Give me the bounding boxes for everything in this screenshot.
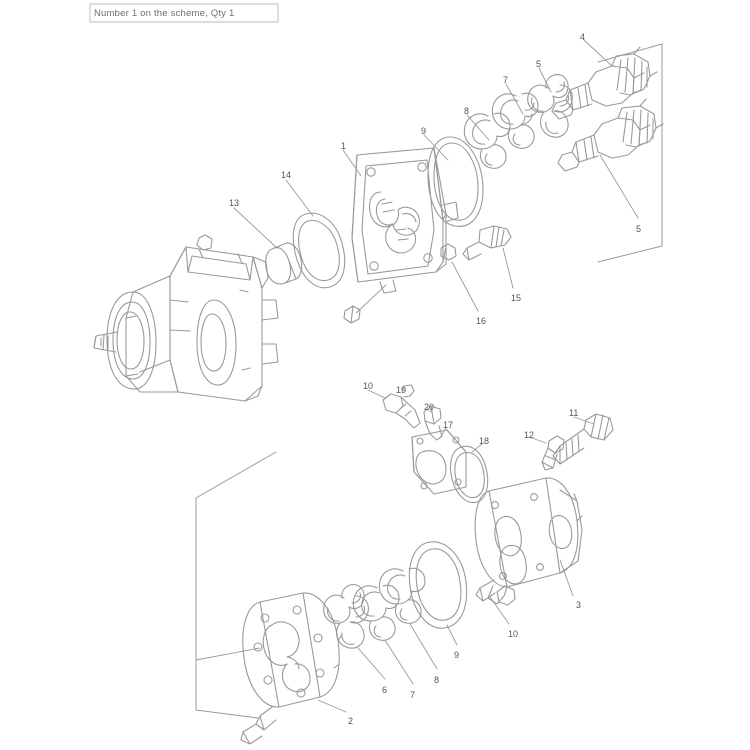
diagram-caption: Number 1 on the scheme, Qty 1: [94, 8, 235, 19]
leader-line-17: [439, 427, 447, 439]
leader-line-7b: [384, 639, 414, 685]
caption-rule: [89, 3, 279, 23]
mounting-plate-17: [411, 429, 467, 495]
snap-ring-7-lower: [352, 584, 400, 641]
part-label-7b: 7: [410, 690, 416, 700]
leader-line-5b: [599, 154, 639, 219]
part-label-15: 15: [511, 293, 522, 303]
leader-line-flange: [195, 647, 261, 661]
leader-line-pin: [355, 284, 387, 314]
hex-bolt-11: [552, 413, 614, 465]
leader-line-11: [573, 416, 595, 425]
snap-ring-8-upper: [463, 112, 511, 169]
stud-bolt-12: [541, 435, 565, 471]
part-label-8b: 8: [434, 675, 440, 685]
part-label-14: 14: [281, 170, 292, 180]
front-flange-cover: [242, 592, 343, 731]
leader-line-1: [342, 149, 362, 177]
part-label-13: 13: [229, 198, 240, 208]
part-label-10: 10: [363, 381, 374, 391]
leader-line-7: [505, 83, 524, 115]
part-label-3: 3: [576, 600, 582, 610]
snap-ring-7-upper: [491, 92, 539, 149]
bushing-sleeve: [265, 242, 303, 285]
leader-line-15: [502, 247, 514, 289]
gasket-seal-14: [292, 212, 346, 289]
leader-line-2b: [317, 699, 347, 713]
part-label-5: 5: [536, 59, 542, 69]
leader-line-16: [451, 261, 479, 312]
port-stud-lower-left: [240, 723, 263, 745]
o-ring-seal-lower: [408, 541, 468, 629]
leader-line-6b: [357, 647, 386, 680]
o-ring-18: [449, 445, 489, 504]
part-label-1: 1: [341, 141, 347, 151]
threaded-fitting-lower: [557, 98, 664, 172]
bolt-19: [401, 384, 415, 398]
part-label-16: 16: [476, 316, 487, 326]
leader-line-9b: [446, 624, 458, 646]
part-label-6b: 6: [382, 685, 388, 695]
leader-line-18: [471, 443, 483, 453]
part-label-19: 19: [396, 385, 407, 395]
threaded-fitting-upper: [551, 46, 658, 120]
part-label-7: 7: [503, 75, 509, 85]
part-label-12: 12: [524, 430, 535, 440]
snap-ring-8-lower: [378, 567, 426, 624]
leader-line-20: [427, 409, 433, 413]
leader-line-8b: [409, 623, 438, 670]
part-label-4: 4: [580, 32, 586, 42]
locating-pin-lower: [343, 305, 361, 324]
pump-body-assembly: [93, 234, 279, 402]
part-label-18: 18: [479, 436, 490, 446]
leader-line-10b: [489, 596, 510, 625]
bracket-lower-left: [195, 451, 277, 719]
part-label-10b: 10: [508, 629, 519, 639]
figure-eight-seal-lower: [323, 584, 369, 649]
leader-line-14: [285, 179, 314, 217]
leader-line-12: [528, 436, 547, 444]
hex-bolt-10: [382, 393, 421, 429]
part-label-8: 8: [464, 106, 470, 116]
leader-line-10: [367, 389, 386, 399]
part-label-5b: 5: [636, 224, 642, 234]
part-label-9: 9: [421, 126, 427, 136]
part-label-2b: 2: [348, 716, 354, 726]
dowel-pin-16: [440, 243, 457, 261]
leader-line-9: [423, 134, 449, 161]
part-label-17: 17: [443, 420, 454, 430]
part-label-11: 11: [569, 408, 579, 418]
leader-line-3: [559, 559, 574, 597]
hex-bolt-10-lower: [496, 585, 516, 606]
part-label-20: 20: [424, 402, 435, 412]
leader-line-4: [583, 39, 613, 67]
leader-line-13: [233, 207, 278, 249]
dowel-pin-15: [462, 225, 512, 261]
bracket-upper-right: [597, 43, 663, 263]
leader-line-8: [466, 114, 490, 141]
o-ring-seal-upper: [427, 136, 484, 227]
part-label-9b: 9: [454, 650, 460, 660]
leader-line-5: [538, 67, 552, 93]
rear-gear-housing: [474, 477, 583, 605]
figure-eight-seal-upper: [527, 74, 573, 138]
pump-center-housing: [351, 147, 459, 294]
washer-20: [423, 405, 443, 441]
